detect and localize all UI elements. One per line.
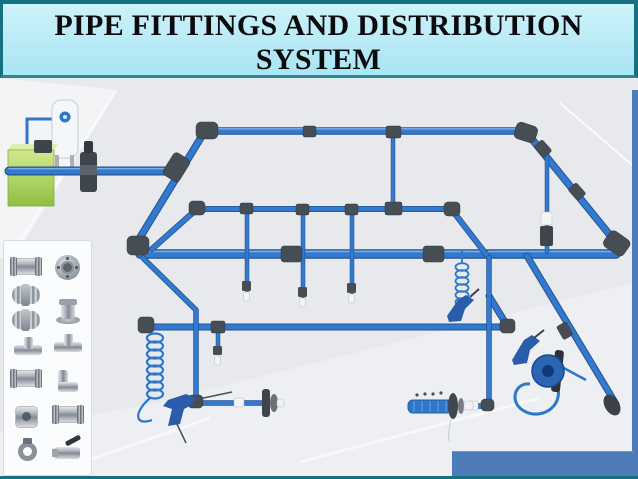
air-receiver-tank: [51, 99, 79, 169]
hose-reel: [513, 349, 587, 416]
pipe-fittings-panel: [3, 240, 92, 476]
tee-fitting-icon: [12, 337, 44, 363]
hose-coupling-icon: [10, 254, 42, 280]
title-line-1: PIPE FITTINGS AND DISTRIBUTION: [54, 9, 583, 42]
bottom-border: [0, 476, 638, 479]
compressor-unit: [7, 99, 79, 207]
inline-tee-icon: [52, 334, 84, 360]
inner-loop-pipe: [142, 206, 620, 408]
coiled-hose-left: [137, 332, 165, 423]
filter-regulator: [80, 141, 97, 192]
caption-box: [452, 451, 634, 477]
mounting-block-icon: [11, 404, 43, 430]
room-walls: [0, 78, 638, 479]
barrel-union-icon: [10, 282, 42, 308]
pipe-clamp-icon: [13, 438, 45, 464]
ribbed-union-icon: [10, 307, 42, 333]
blow-gun-middle: [447, 288, 480, 322]
title-line-2: SYSTEM: [255, 43, 382, 76]
right-blue-strip: [632, 90, 638, 479]
ball-valve-icon: [52, 434, 84, 463]
slide-title-bar: PIPE FITTINGS AND DISTRIBUTION SYSTEM: [0, 0, 638, 78]
blow-gun-right: [512, 329, 545, 365]
elbow-fitting-icon: [53, 368, 85, 394]
drop-pipes: [140, 130, 550, 409]
quick-coupler-icon: [52, 402, 84, 428]
blow-gun-left: [163, 391, 233, 444]
pipe-flange-icon: [52, 255, 84, 281]
flanged-coupling-icon: [52, 299, 84, 325]
page-title: PIPE FITTINGS AND DISTRIBUTION SYSTEM: [3, 4, 634, 77]
ring-main-pipe: [132, 127, 622, 259]
distribution-manifold: [407, 391, 474, 443]
outlet-couplers: [213, 211, 553, 417]
socket-coupling-icon: [10, 366, 42, 392]
